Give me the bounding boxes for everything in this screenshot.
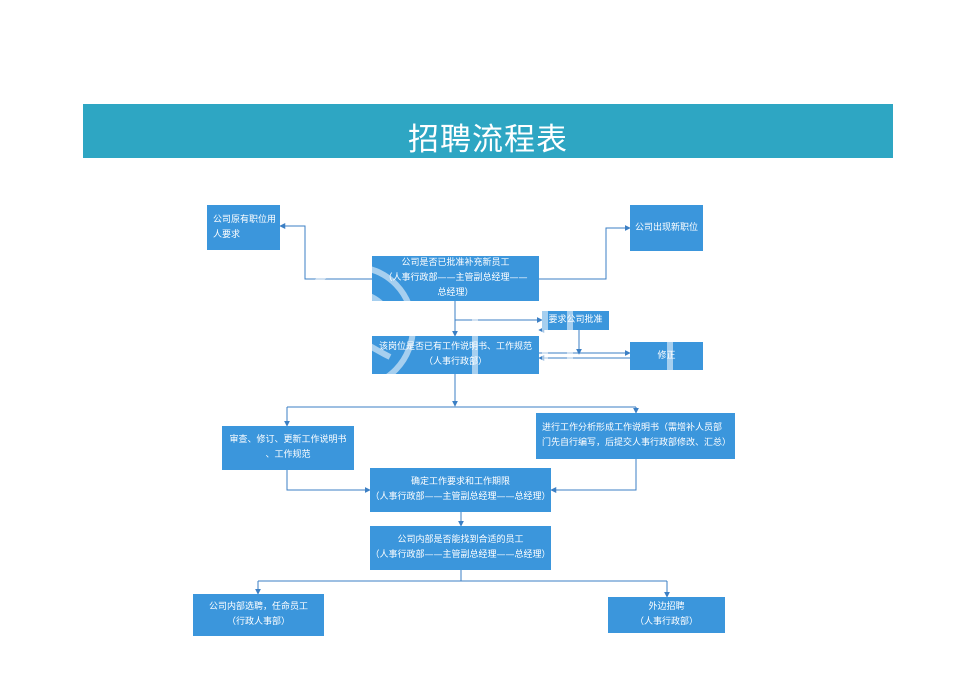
edge-review-to-set bbox=[286, 470, 371, 493]
edge-analysis-to-set bbox=[550, 459, 637, 493]
node-approved-hire: 公司是否已批准补充新员工（人事行政部——主管副总经理——总经理） bbox=[372, 256, 539, 301]
node-new-position: 公司出现新职位 bbox=[630, 205, 703, 251]
edge-approved-to-existing bbox=[279, 223, 372, 280]
node-job-analysis: 进行工作分析形成工作说明书（需增补人员部门先自行编写，后提交人事行政部修改、汇总… bbox=[536, 413, 735, 459]
page-title: 招聘流程表 bbox=[408, 122, 568, 158]
edge-approved-to-new bbox=[539, 225, 631, 280]
node-internal-select: 公司内部选聘，任命员工（行政人事部） bbox=[193, 594, 324, 636]
node-request-approval: 要求公司批准 bbox=[542, 311, 609, 330]
node-jd-check: 该岗位是否已有工作说明书、工作规范（人事行政部） bbox=[372, 336, 539, 374]
node-internal-check: 公司内部是否能找到合适的员工（人事行政部——主管副总经理——总经理） bbox=[370, 526, 551, 570]
node-revise: 修正 bbox=[630, 342, 703, 370]
node-review-update: 审查、修订、更新工作说明书、工作规范 bbox=[222, 426, 354, 470]
title-banner: 招聘流程表 bbox=[83, 104, 893, 158]
node-external: 外边招聘（人事行政部） bbox=[608, 597, 725, 633]
node-existing-request: 公司原有职位用人要求 bbox=[207, 205, 280, 250]
node-set-requirements: 确定工作要求和工作期限（人事行政部——主管副总经理——总经理） bbox=[370, 468, 551, 512]
